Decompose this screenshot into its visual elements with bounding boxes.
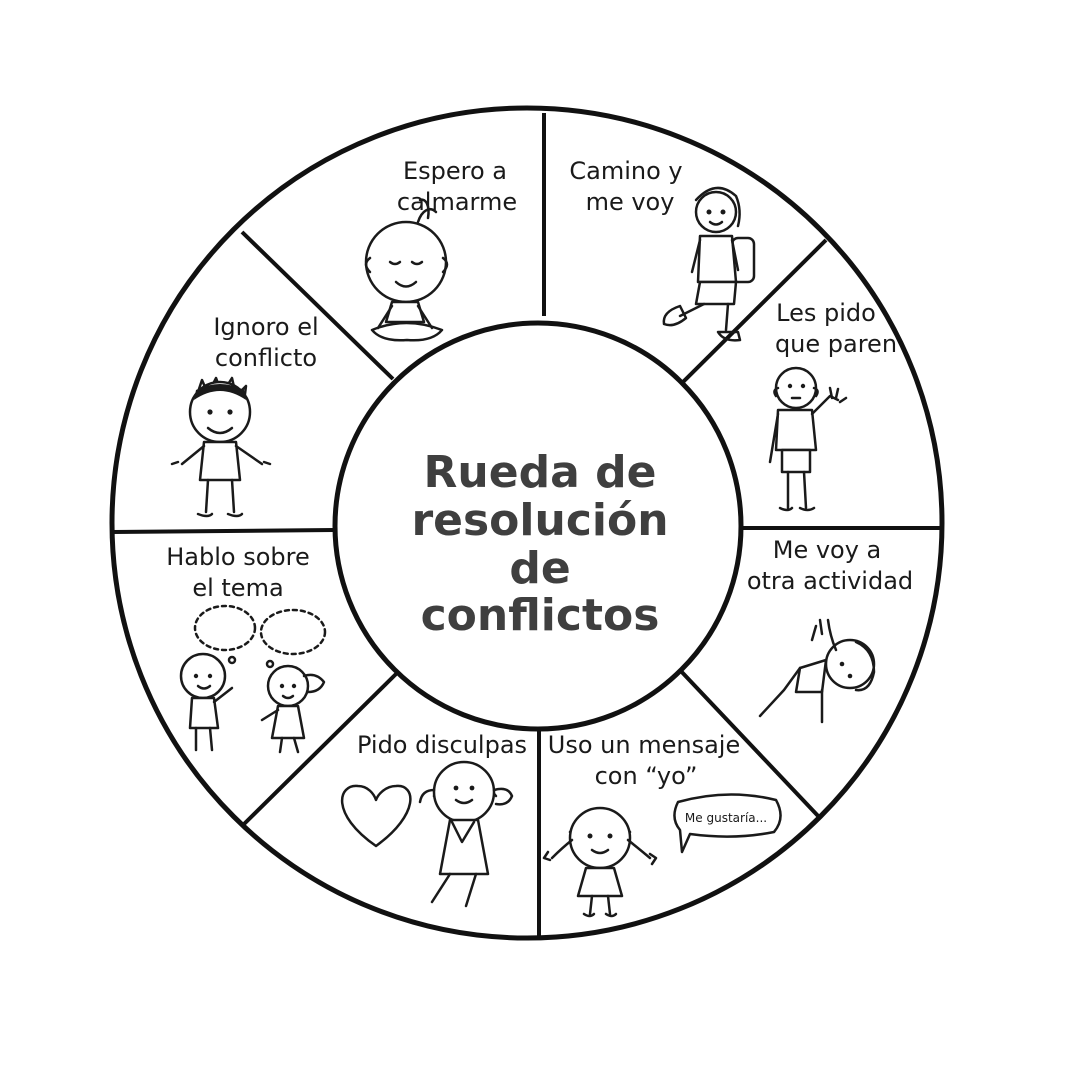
center-title: Rueda de resolución de conflictos bbox=[411, 447, 668, 641]
segment-disculpas: Pido disculpas bbox=[340, 731, 527, 908]
segment-label-line-2: me voy bbox=[586, 188, 675, 216]
segment-label-line-1: Ignoro el bbox=[213, 313, 318, 341]
divider-bottom-right bbox=[676, 666, 822, 820]
segment-camino: Camino y me voy bbox=[569, 157, 756, 342]
segment-label-line-1: Pido disculpas bbox=[357, 731, 527, 759]
segment-espero: Espero a calmarme bbox=[364, 157, 517, 342]
meditating-child-icon bbox=[364, 198, 449, 342]
segment-label-line-1: Espero a bbox=[403, 157, 507, 185]
center-circle bbox=[332, 320, 744, 732]
heart-and-child-icon bbox=[340, 760, 514, 908]
shrugging-boy-icon bbox=[170, 376, 272, 518]
center-title-line-2: resolución bbox=[411, 495, 668, 546]
segment-ignoro: Ignoro el conflicto bbox=[170, 313, 319, 518]
segment-label-line-2: otra actividad bbox=[747, 567, 913, 595]
speech-bubble-text: Me gustaría... bbox=[685, 811, 767, 825]
segment-label-line-2: que paren bbox=[775, 330, 897, 358]
segment-label-line-2: conflicto bbox=[215, 344, 317, 372]
two-children-talking-icon bbox=[179, 604, 327, 754]
girl-speech-bubble-icon: Me gustaría... bbox=[542, 793, 782, 918]
waving-child-icon bbox=[768, 366, 848, 512]
divider-top-left bbox=[240, 230, 395, 381]
center-title-line-3: de bbox=[509, 543, 570, 594]
segment-label-line-1: Hablo sobre bbox=[166, 543, 310, 571]
exercising-child-icon bbox=[758, 618, 876, 724]
outer-circle bbox=[109, 105, 945, 941]
segment-label-line-1: Me voy a bbox=[773, 536, 882, 564]
segment-label-line-1: Uso un mensaje bbox=[548, 731, 740, 759]
divider-top-right bbox=[679, 238, 828, 386]
center-title-line-1: Rueda de bbox=[424, 447, 657, 498]
segment-label-line-2: calmarme bbox=[397, 188, 517, 216]
divider-bottom-left bbox=[240, 672, 398, 828]
segment-hablo: Hablo sobre el tema bbox=[166, 543, 327, 754]
segment-label-line-2: el tema bbox=[192, 574, 283, 602]
segment-pido-paren: Les pido que paren bbox=[768, 299, 897, 512]
walking-child-icon bbox=[662, 186, 756, 342]
segment-label-line-1: Camino y bbox=[569, 157, 682, 185]
segment-label-line-2: con “yo” bbox=[595, 762, 698, 790]
segment-dividers bbox=[112, 113, 942, 940]
center-title-line-4: conflictos bbox=[421, 590, 660, 641]
segment-label-line-1: Les pido bbox=[776, 299, 876, 327]
divider-left bbox=[112, 528, 335, 534]
segment-mensaje-yo: Uso un mensaje con “yo” Me gustaría... bbox=[542, 731, 782, 918]
segment-otra-actividad: Me voy a otra actividad bbox=[747, 536, 913, 724]
